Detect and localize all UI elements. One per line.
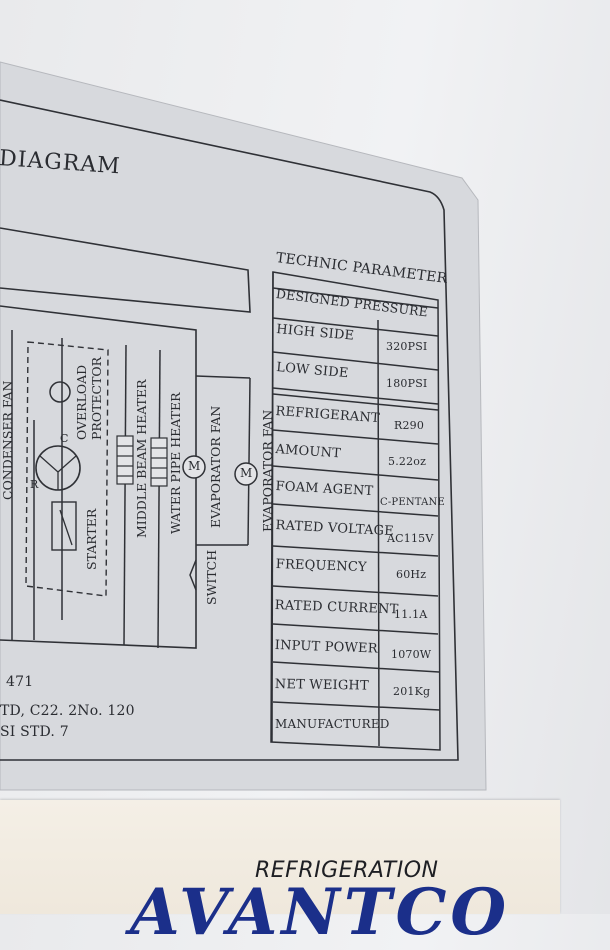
plate-surface [0, 61, 487, 791]
parameter-table [270, 271, 441, 751]
evaporator-fan-motor-1 [182, 455, 206, 479]
middle-beam-heater-label: MIDDLE BEAM HEATER [134, 379, 149, 538]
row-value-low-side: 180PSI [386, 377, 428, 390]
row-value-frequency: 60Hz [396, 568, 427, 581]
refrigeration-text: REFRIGERATION [255, 858, 439, 883]
starter-symbol [51, 501, 77, 551]
row-value-rated-voltage: AC115V [387, 532, 434, 545]
row-value-amount: 5.22oz [388, 455, 427, 468]
starter-label: STARTER [84, 508, 99, 570]
row-label-manufactured: MANUFACTURED [275, 717, 390, 731]
overload-protector-symbol [49, 381, 71, 403]
condenser-fan-label: CONDENSER FAN [0, 380, 15, 500]
switch-label: SWITCH [204, 549, 219, 605]
evaporator-fan-label-2: EVAPORATOR FAN [260, 409, 275, 532]
plate-border [0, 99, 459, 761]
water-pipe-heater-label: WATER PIPE HEATER [168, 392, 183, 534]
rating-plate [0, 61, 487, 791]
circuit-frame [0, 305, 197, 649]
row-label-frequency: FREQUENCY [275, 557, 368, 576]
compressor-box [25, 341, 109, 597]
standard-line-2: TD, C22. 2No. 120 [0, 703, 135, 719]
brand-logo-text: AVANTCO [130, 875, 511, 950]
title-box [0, 227, 251, 313]
compressor-c-label: C [60, 432, 69, 445]
row-value-foam-agent: C-PENTANE [380, 497, 446, 508]
water-pipe-heater-symbol [150, 437, 168, 487]
middle-beam-heater-symbol [116, 435, 134, 485]
evaporator-fan-motor-2 [234, 462, 258, 486]
standard-line-3: SI STD. 7 [0, 724, 69, 740]
compressor-r-label: R [30, 478, 39, 491]
brand-label-card [0, 800, 560, 914]
evaporator-fan-label-1: EVAPORATOR FAN [208, 405, 223, 528]
motor-label-1: M [188, 459, 201, 473]
motor-label-2: M [240, 466, 253, 480]
row-value-input-power: 1070W [391, 648, 432, 661]
row-value-net-weight: 201Kg [393, 685, 431, 698]
row-label-net-weight: NET WEIGHT [274, 677, 370, 694]
wiring [11, 330, 251, 649]
row-value-rated-current: 11.1A [394, 608, 428, 621]
overload-protector-label: OVERLOAD PROTECTOR [74, 356, 104, 440]
row-value-high-side: 320PSI [386, 340, 428, 353]
standard-line-1: 471 [6, 674, 34, 690]
row-value-refrigerant: R290 [394, 419, 425, 432]
